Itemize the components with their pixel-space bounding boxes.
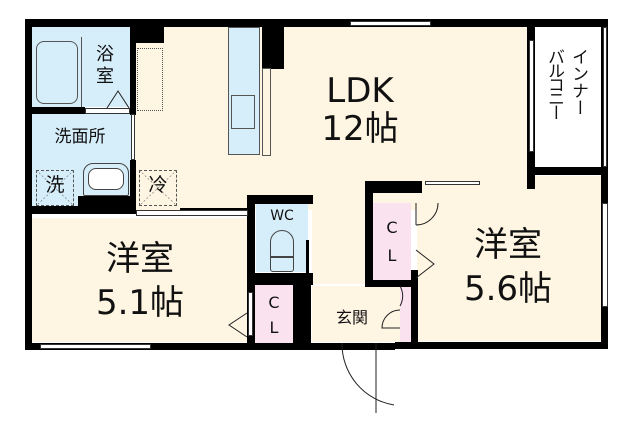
window-left-room-bottom	[40, 344, 151, 349]
closet-right-l: L	[387, 246, 397, 265]
wash-door	[131, 114, 135, 160]
outer-wall-right	[601, 19, 608, 349]
bathroom-floor	[31, 27, 135, 107]
entrance-name: 玄関	[335, 308, 368, 327]
fridge-cross-icon	[138, 169, 178, 207]
bath-side-wall	[130, 27, 136, 115]
bath-wash-divider	[25, 107, 85, 114]
bathroom-name-2: 室	[96, 66, 114, 87]
ldk-storage-outline	[137, 48, 163, 111]
inner-balcony-col1: インナー	[568, 48, 588, 116]
inner-balcony-col2: バルコニー	[544, 48, 564, 118]
closet-left-c: C	[268, 293, 280, 312]
hallway-floor	[312, 204, 370, 284]
western-room-left-name: 洋室	[106, 239, 174, 279]
outer-wall-bottom-right	[395, 342, 608, 349]
closet-right-swing-door-icon	[415, 202, 439, 226]
ldk-size: 12帖	[321, 109, 399, 149]
western-room-right-size: 5.6帖	[463, 269, 553, 309]
closet-right-c: C	[386, 218, 398, 237]
toilet-seat-line	[271, 256, 293, 258]
kitchen-counter	[228, 27, 260, 155]
kitchen-pillar	[262, 19, 284, 69]
closet-right-floor	[373, 203, 411, 281]
shoe-closet-door-icon	[381, 285, 404, 329]
wc-name: WC	[270, 208, 294, 224]
ldk-bottom-wall-segment	[180, 208, 248, 210]
closet-left-floor	[255, 285, 293, 343]
wc-left-wall	[247, 195, 255, 350]
sliding-door-left-room	[136, 210, 248, 216]
wash-ldk-wall-lower	[130, 160, 136, 210]
bath-ldk-wall	[132, 19, 164, 43]
right-room-left-wall	[411, 270, 418, 348]
fridge-space	[139, 170, 177, 206]
fridge-label: 冷	[148, 174, 168, 196]
ldk-name: LDK	[326, 71, 394, 111]
kitchen-sink	[231, 95, 255, 129]
toilet	[270, 230, 294, 272]
entrance-shoe-closet	[400, 285, 411, 342]
western-room-right-name: 洋室	[474, 225, 542, 265]
sliding-door-right-room	[425, 181, 480, 185]
balcony-bottom-wall	[533, 167, 608, 175]
closet-right-left-wall	[365, 181, 373, 286]
washer-cross-icon	[35, 169, 75, 207]
outer-wall-bottom-left	[25, 343, 395, 350]
washer-space	[36, 170, 74, 206]
closet-left-door-panel	[248, 292, 253, 336]
inner-balcony-floor	[536, 27, 600, 167]
window-balcony-right	[603, 27, 607, 167]
window-ldk-top	[350, 21, 431, 26]
bath-door-triangle-icon	[106, 90, 130, 109]
western-room-right-floor	[417, 176, 601, 341]
closet-left-right-wall	[293, 273, 311, 348]
ldk-right-room-wall	[365, 181, 422, 193]
wc-top-wall	[247, 195, 313, 204]
entrance-door-swing-icon	[341, 342, 395, 413]
kitchen-edge	[262, 68, 271, 156]
bath-divider-line	[81, 37, 82, 107]
wash-bottom-left	[25, 206, 135, 214]
washroom-name: 洗面所	[54, 127, 106, 147]
bath-door	[85, 108, 130, 114]
bathtub	[36, 41, 78, 104]
wc-right-edge	[306, 240, 309, 273]
outer-wall-top	[25, 19, 608, 27]
washer-label: 洗	[45, 174, 65, 196]
closet-left-door-icon	[228, 312, 248, 338]
closet-right-door-icon	[415, 249, 435, 279]
window-ldk-balcony	[529, 40, 534, 152]
western-room-left-size: 5.1帖	[95, 283, 185, 323]
bathroom-name-1: 浴	[96, 44, 114, 65]
washbasin-bowl	[88, 168, 124, 190]
closet-right-bottom-wall	[365, 280, 415, 287]
western-room-left-floor	[31, 218, 249, 342]
window-right-room	[602, 203, 608, 307]
closet-left-l: L	[269, 318, 279, 337]
outer-wall-left	[25, 19, 32, 350]
